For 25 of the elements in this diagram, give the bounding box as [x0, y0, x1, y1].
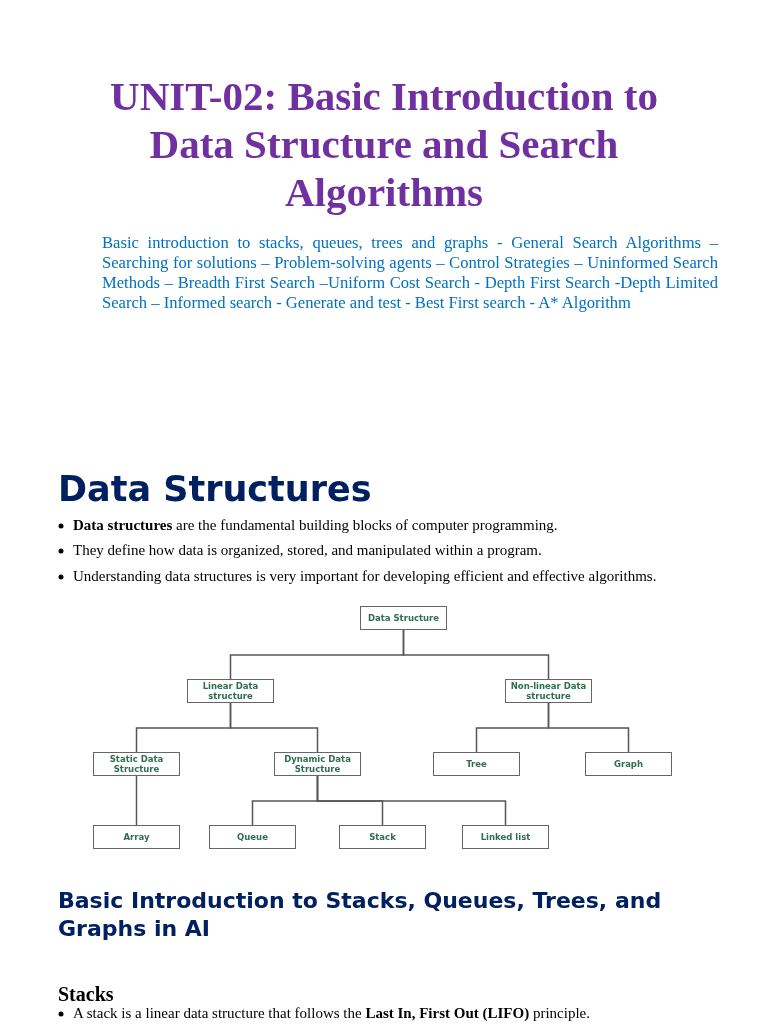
tree-node-box: Dynamic Data Structure — [274, 752, 361, 776]
tree-node-box: Graph — [585, 752, 672, 776]
tree-node-box: Linear Data structure — [187, 679, 274, 703]
tree-node-box: Queue — [209, 825, 296, 849]
bullet-text: A stack is a linear data structure that follows the Last In, First Out (LIFO) principle. — [73, 1004, 590, 1023]
tree-node-box: Non-linear Data structure — [505, 679, 592, 703]
connector-line — [547, 702, 630, 753]
tree-node-box: Data Structure — [360, 606, 447, 630]
section-heading: Data Structures — [58, 468, 372, 510]
connector-line — [402, 629, 550, 680]
bullet-text: Understanding data structures is very important for developing efficient and effective algorithms. — [73, 567, 657, 586]
tree-node-box: Stack — [339, 825, 426, 849]
bullet-text: Data structures are the fundamental building blocks of computer programming. — [73, 516, 558, 535]
intro-paragraph: Basic introduction to stacks, queues, trees and graphs - General Search Algorithms – Searching for solutions – Problem-solving agents – Control Strategies – Uninformed Search Methods – Breadth First Search –Uniform Cost Search - Depth First Search -Depth Limited Search – Informed search - Generate and test - Best First search - A* Algorithm — [102, 233, 718, 313]
subsection-heading: Basic Introduction to Stacks, Queues, Trees, and Graphs in AI — [58, 887, 663, 943]
bullet-text: They define how data is organized, stored, and manipulated within a program. — [73, 541, 542, 560]
tree-node-box: Array — [93, 825, 180, 849]
tree-node-box: Tree — [433, 752, 520, 776]
subsection-heading: Stacks — [58, 982, 114, 1006]
tree-node-box: Linked list — [462, 825, 549, 849]
connector-line — [316, 775, 507, 826]
connector-line — [229, 702, 319, 753]
connector-line — [135, 775, 138, 826]
tree-node-box: Static Data Structure — [93, 752, 180, 776]
page-title: UNIT-02: Basic Introduction to Data Structure and Search Algorithms — [109, 72, 659, 216]
